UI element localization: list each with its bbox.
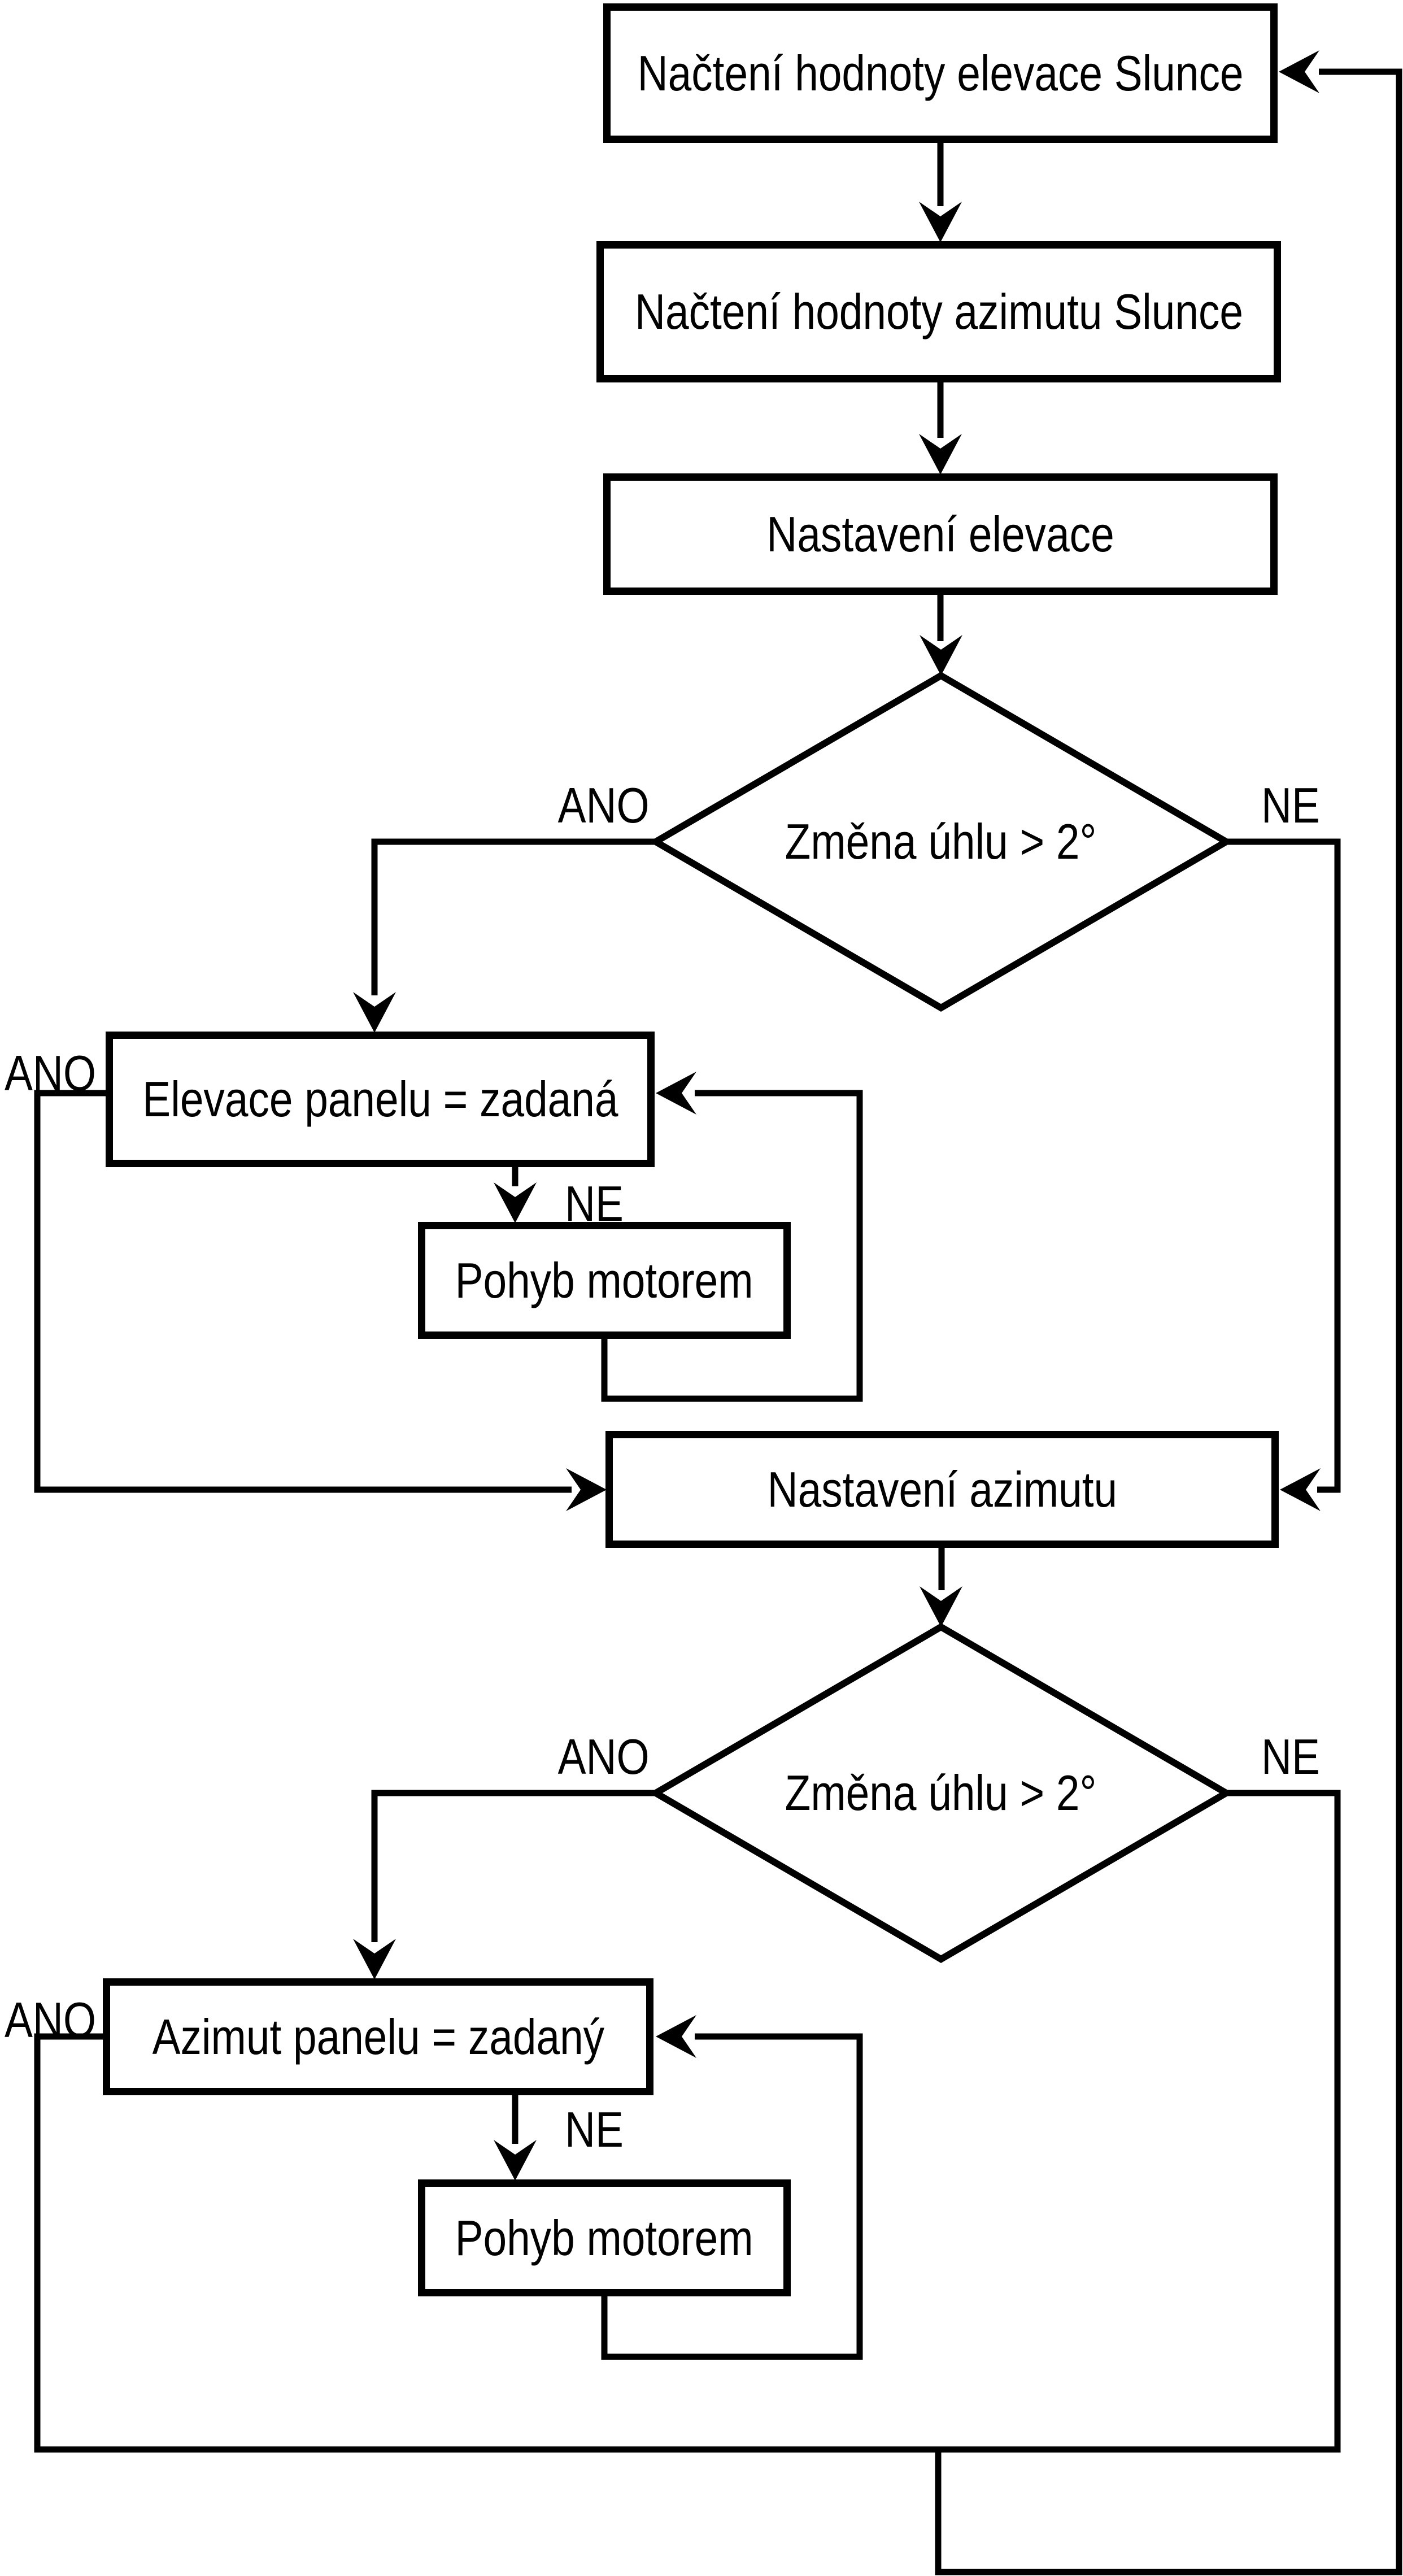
node-motor-move-azimuth-label: Pohyb motorem xyxy=(455,2209,753,2266)
decision-elevation-shape xyxy=(649,672,1233,1012)
edge-elevation-equal-yes-to-set-azimuth xyxy=(34,1090,572,1493)
edge-motor-elevation-loop xyxy=(601,1090,863,1402)
node-elevation-equal-label: Elevace panelu = zadaná xyxy=(142,1071,618,1127)
node-azimuth-equal: Azimut panelu = zadaný xyxy=(103,1978,653,2095)
node-set-elevation: Nastavení elevace xyxy=(603,473,1278,595)
label-yes-elevation-equal: ANO xyxy=(5,1045,97,1101)
node-motor-move-azimuth: Pohyb motorem xyxy=(418,2179,791,2296)
arrowhead-into-motor-elevation xyxy=(494,1182,537,1223)
node-set-azimuth: Nastavení azimutu xyxy=(605,1431,1279,1548)
node-read-azimuth-label: Načtení hodnoty azimutu Slunce xyxy=(634,284,1243,340)
label-yes-decision-azimuth: ANO xyxy=(557,1729,650,1785)
label-no-azimuth-equal: NE xyxy=(565,2101,624,2157)
label-yes-azimuth-equal: ANO xyxy=(5,1992,97,2048)
decision-azimuth-shape xyxy=(649,1623,1233,1963)
edge-motor-azimuth-loop xyxy=(601,2033,863,2360)
arrowhead-into-decision-azimuth xyxy=(920,1586,962,1627)
node-motor-move-elevation-label: Pohyb motorem xyxy=(455,1252,753,1308)
arrowhead-into-decision-elevation xyxy=(920,635,962,676)
label-no-decision-azimuth: NE xyxy=(1261,1729,1320,1785)
label-yes-decision-elevation: ANO xyxy=(557,777,650,833)
edge-azimuth-equal-yes-and-decision-azimuth-no-merge xyxy=(34,1790,1341,2453)
edge-decision-elevation-yes xyxy=(371,838,656,995)
arrowhead-into-azimuth-equal-right xyxy=(656,2015,696,2058)
decision-elevation-label: Změna úhlu > 2° xyxy=(785,813,1097,869)
node-read-azimuth: Načtení hodnoty azimutu Slunce xyxy=(596,241,1281,382)
label-no-elevation-equal: NE xyxy=(565,1176,624,1232)
arrowhead-into-read-azimuth xyxy=(919,202,962,242)
arrowhead-into-elevation-equal-top xyxy=(353,992,396,1033)
arrowhead-into-elevation-equal-right xyxy=(656,1072,696,1115)
label-no-decision-elevation: NE xyxy=(1261,777,1320,833)
arrowhead-into-read-elevation-right xyxy=(1279,50,1319,93)
node-set-elevation-label: Nastavení elevace xyxy=(766,506,1114,562)
arrowhead-into-set-azimuth-right xyxy=(1280,1468,1321,1511)
arrowhead-into-set-azimuth-left xyxy=(566,1468,607,1511)
node-read-elevation-label: Načtení hodnoty elevace Slunce xyxy=(637,45,1244,101)
arrowhead-into-motor-azimuth xyxy=(494,2140,537,2181)
node-set-azimuth-label: Nastavení azimutu xyxy=(767,1461,1117,1517)
decision-azimuth-label: Změna úhlu > 2° xyxy=(785,1765,1097,1821)
edge-return-to-start xyxy=(935,68,1402,2575)
node-azimuth-equal-label: Azimut panelu = zadaný xyxy=(152,2008,604,2065)
node-read-elevation: Načtení hodnoty elevace Slunce xyxy=(603,3,1278,143)
edge-decision-azimuth-yes xyxy=(371,1790,656,1942)
edge-decision-elevation-no xyxy=(1226,838,1341,1493)
node-motor-move-elevation: Pohyb motorem xyxy=(418,1222,791,1339)
arrowhead-into-azimuth-equal-top xyxy=(353,1939,396,1979)
arrowhead-into-set-elevation xyxy=(919,434,962,475)
node-elevation-equal: Elevace panelu = zadaná xyxy=(106,1032,655,1167)
